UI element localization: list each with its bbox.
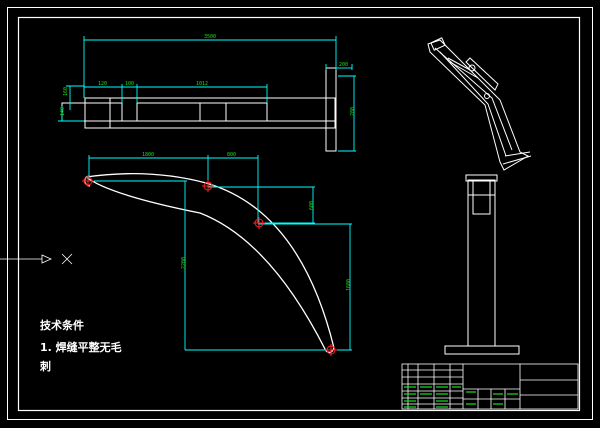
title-block-marks [404, 386, 518, 408]
title-block [401, 363, 579, 410]
center-marker [325, 344, 337, 356]
dim-arm-span-right: 800 [227, 152, 236, 158]
dim-top-overall: 3500 [204, 34, 216, 40]
dim-arm-v-left: 2200 [181, 257, 187, 269]
tech-notes-line2: 刺 [39, 359, 51, 373]
dim-arm-v-small: 600 [309, 201, 315, 210]
dim-top-right-height: 280 [350, 107, 356, 116]
dim-top-left-a: 120 [98, 81, 107, 87]
center-marker [202, 180, 214, 192]
center-markers [82, 175, 337, 356]
tech-notes-title: 技术条件 [40, 318, 84, 332]
inner-border [17, 16, 581, 412]
tech-notes-line1: 1. 焊缝平整无毛 [40, 340, 122, 354]
center-marker [253, 217, 265, 229]
dim-top-left-small: 160 [63, 87, 69, 96]
center-marker [82, 175, 94, 187]
dim-arm-span-left: 1800 [142, 152, 154, 158]
outer-border [7, 7, 593, 420]
dim-arm-v-right: 1600 [346, 279, 352, 291]
arm-dimension-lines [88, 155, 352, 351]
beam-dimension-lines [58, 36, 356, 152]
dim-top-left-b: 100 [125, 81, 134, 87]
dim-top-mid: 1012 [196, 81, 208, 87]
tech-notes: 技术条件 1. 焊缝平整无毛 刺 [39, 318, 122, 373]
curved-arm [84, 173, 335, 354]
dim-top-left-v: 140 [60, 107, 66, 116]
arm-dimension-texts: 1800 800 600 1600 2200 [142, 152, 352, 291]
dim-top-right-flange: 200 [339, 62, 348, 68]
beam-dimension-texts: 3500 120 100 1012 200 160 140 280 [60, 34, 356, 116]
ucs-axis-icon [0, 253, 73, 265]
beam-top-view [61, 67, 337, 152]
column-assembly [427, 37, 532, 355]
